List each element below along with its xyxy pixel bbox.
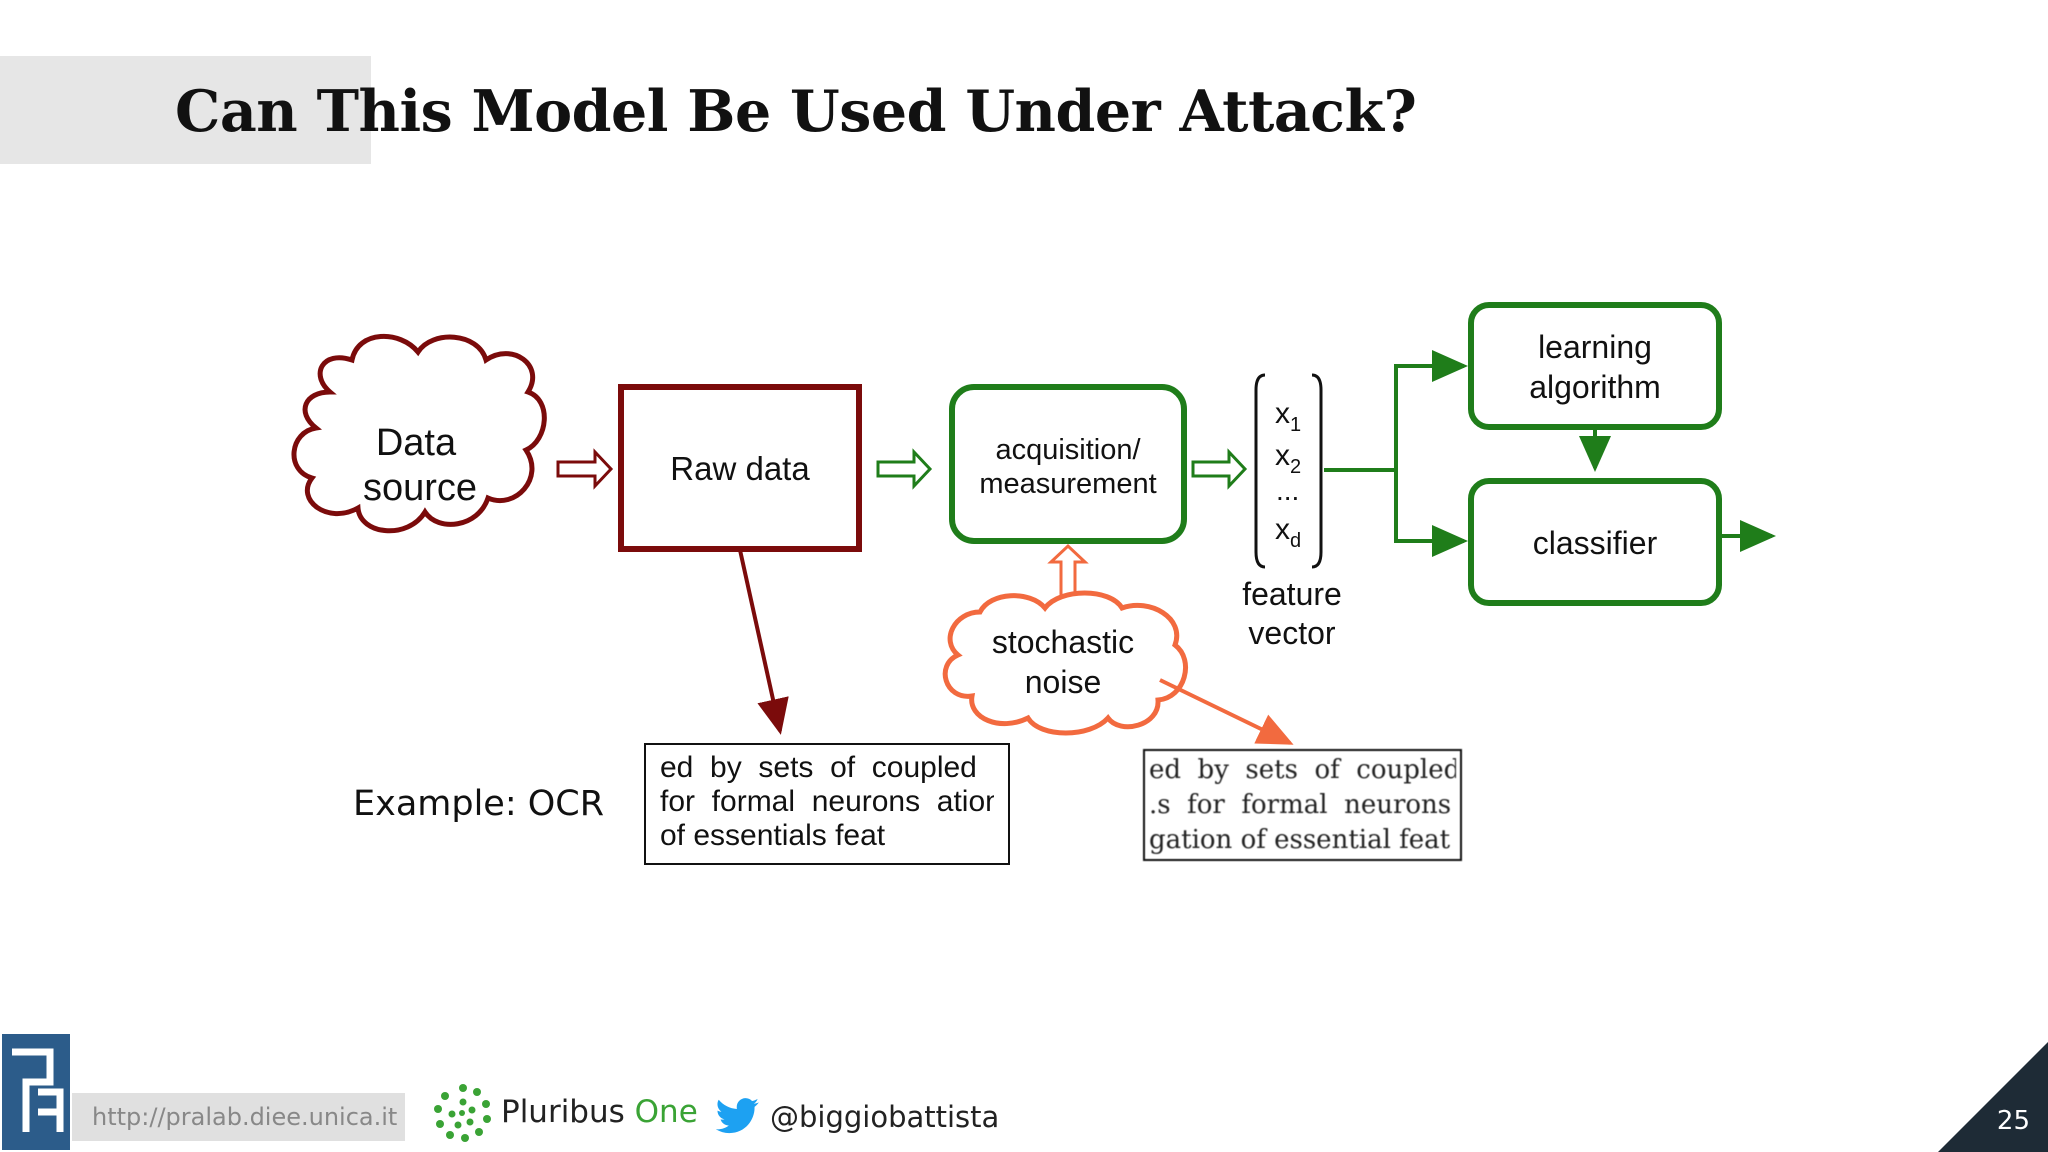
classifier-box bbox=[1468, 478, 1722, 606]
arrow-raw-to-example bbox=[738, 549, 789, 735]
data-source-label-2: source bbox=[363, 467, 477, 509]
pralab-logo-icon[interactable] bbox=[0, 1032, 72, 1152]
acquisition-label-1: acquisition/ bbox=[995, 434, 1141, 466]
example-label: Example: OCR bbox=[353, 784, 605, 824]
feature-vector-label-2: vector bbox=[1248, 615, 1335, 651]
feature-xd: xd bbox=[1275, 513, 1301, 552]
hollow-arrow-source-to-raw bbox=[556, 448, 614, 490]
learning-label-2: algorithm bbox=[1529, 369, 1661, 405]
title-background bbox=[0, 56, 371, 164]
slide-title: Can This Model Be Used Under Attack? bbox=[175, 78, 1417, 145]
noisy-ocr-line-2: .s for formal neurons bbox=[1149, 790, 1452, 820]
stochastic-noise-cloud bbox=[942, 590, 1188, 736]
acquisition-label-2: measurement bbox=[979, 468, 1156, 500]
raw-data-box bbox=[618, 384, 862, 552]
feature-bracket-right bbox=[1311, 373, 1323, 569]
pralab-url-link[interactable]: http://pralab.diee.unica.it bbox=[72, 1093, 405, 1141]
noisy-ocr-line-1: ed by sets of coupled bbox=[1149, 755, 1456, 785]
noise-label-1: stochastic bbox=[992, 624, 1134, 660]
clean-ocr-line-2: for formal neurons ation bbox=[660, 785, 994, 818]
pluribus-dots-icon bbox=[434, 1084, 491, 1142]
clean-ocr-line-1: ed by sets of coupled s bbox=[660, 751, 994, 784]
noisy-ocr-line-3: gation of essential feat bbox=[1149, 825, 1451, 855]
arrow-noise-to-example bbox=[1159, 678, 1294, 745]
data-source-cloud bbox=[291, 333, 547, 534]
hollow-arrow-noise-to-acq bbox=[1047, 543, 1089, 598]
feature-bracket-left bbox=[1254, 373, 1266, 569]
twitter-bird-icon[interactable] bbox=[716, 1098, 760, 1134]
pluribus-one-brand[interactable]: Pluribus One bbox=[501, 1094, 698, 1130]
classifier-label: classifier bbox=[1533, 525, 1658, 561]
pluribus-one-word: One bbox=[634, 1094, 698, 1130]
clean-ocr-sample: ed by sets of coupled s for formal neuro… bbox=[644, 743, 1010, 865]
data-source-label-1: Data bbox=[376, 422, 457, 464]
feature-x1: x1 bbox=[1275, 397, 1301, 436]
page-number: 25 bbox=[1996, 1106, 2030, 1136]
feature-x2: x2 bbox=[1275, 439, 1301, 478]
hollow-arrow-acq-to-feature bbox=[1191, 448, 1248, 490]
clean-ocr-line-3: of essentials feat bbox=[660, 819, 886, 852]
learning-label-1: learning bbox=[1538, 329, 1652, 365]
noise-label-2: noise bbox=[1025, 664, 1102, 700]
pluribus-word: Pluribus bbox=[501, 1094, 625, 1130]
learning-algorithm-box bbox=[1468, 302, 1722, 430]
noisy-ocr-sample: ed by sets of coupled .s for formal neur… bbox=[1143, 749, 1462, 861]
feature-dots: ... bbox=[1276, 475, 1299, 506]
acquisition-box bbox=[949, 384, 1187, 544]
feature-vector-label-1: feature bbox=[1242, 576, 1342, 612]
twitter-handle-link[interactable]: @biggiobattista bbox=[770, 1100, 1000, 1134]
hollow-arrow-raw-to-acq bbox=[876, 448, 933, 490]
raw-data-label: Raw data bbox=[670, 450, 810, 487]
page-corner-triangle bbox=[1938, 1042, 2048, 1152]
